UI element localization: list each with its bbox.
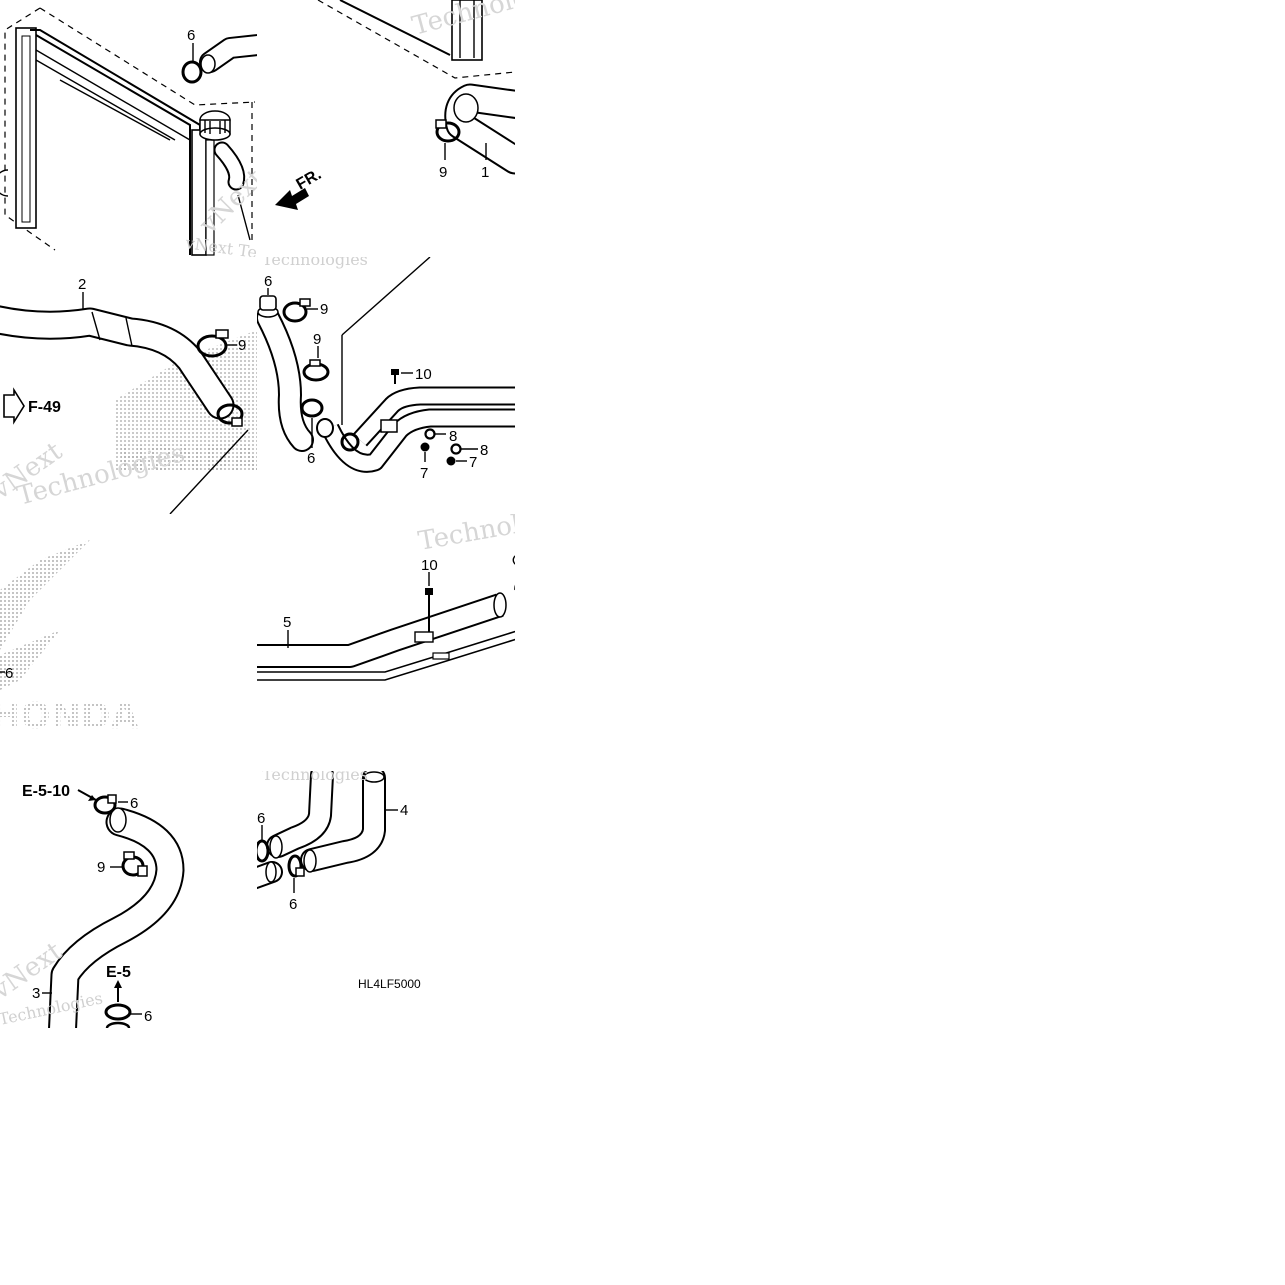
hose-clamp-6 — [257, 839, 270, 863]
bolt-10 — [425, 588, 433, 632]
hose-clamp-6 — [93, 794, 117, 815]
hose-clamp-9 — [216, 403, 244, 427]
hose-clamp-9 — [282, 298, 311, 323]
reference-f49: F-49 — [3, 387, 61, 425]
callout-9: 9 — [97, 859, 105, 876]
hose-2-tile: HONDA 2 9 F-49 vNext Technologies — [0, 276, 257, 514]
hose-coupling-6 — [259, 295, 277, 311]
callout-7: 7 — [469, 454, 477, 471]
callout-9: 9 — [439, 164, 447, 181]
callout-3: 3 — [32, 985, 40, 1002]
hose-1-tile: 9 1 FR. Technologies — [275, 0, 583, 210]
callout-1: 1 — [481, 164, 489, 181]
callout-6: 6 — [187, 27, 195, 44]
callout-9: 9 — [320, 301, 328, 318]
callout-8: 8 — [449, 428, 457, 445]
callout-8: 8 — [480, 442, 488, 459]
callout-9: 9 — [238, 337, 246, 354]
bolt-10 — [391, 369, 399, 384]
hose-clamp-9 — [302, 359, 330, 382]
callout-2: 2 — [78, 276, 86, 293]
drawing-code: HL4LF5000 — [358, 977, 421, 991]
radiator-core — [15, 27, 37, 229]
pipe-assembly-tile: 6 9 9 6 10 — [257, 250, 515, 482]
washer-8 — [424, 428, 436, 440]
callout-7: 7 — [420, 465, 428, 482]
watermark-text: Technologies — [409, 0, 583, 42]
svg-text:F-49: F-49 — [28, 399, 61, 416]
callout-4: 4 — [400, 802, 408, 819]
nut-7 — [446, 456, 456, 466]
hose-clamp-6 — [300, 398, 324, 418]
callout-5: 5 — [283, 614, 291, 631]
reference-e5: E-5 — [106, 964, 131, 981]
nut-7 — [420, 442, 430, 452]
reference-e510: E-5-10 — [22, 783, 70, 800]
callout-6: 6 — [307, 450, 315, 467]
hose-clamp-9 — [196, 329, 229, 358]
callout-9: 9 — [313, 331, 321, 348]
watermark-text: Technologies — [262, 765, 368, 784]
hose-clamp-6 — [104, 1003, 132, 1021]
callout-6: 6 — [264, 273, 272, 290]
callout-6: 6 — [130, 795, 138, 812]
hose-4-tile: 6 6 4 Technologies — [257, 765, 408, 913]
watermark-text: Technologies — [416, 497, 591, 556]
callout-6: 6 — [289, 896, 297, 913]
honda-logo-watermark — [115, 330, 257, 470]
hose-clamp-6 — [181, 60, 203, 84]
honda-wing-watermark — [0, 540, 90, 690]
callout-10: 10 — [415, 366, 432, 383]
radiator-tile: 6 vNext Technologies vNext — [0, 7, 257, 257]
watermark-tile: HONDA 6 — [0, 540, 139, 737]
washer-8 — [450, 443, 462, 455]
callout-6: 6 — [144, 1008, 152, 1025]
callout-6: 6 — [257, 810, 265, 827]
hose-3-tile: 6 E-5-10 9 E-5 6 3 vNext Technologies vN… — [0, 771, 257, 1028]
svg-text:HONDA: HONDA — [0, 696, 139, 737]
pipe-5-tile: 10 5 Technologies — [257, 497, 591, 681]
hose-clamp-6 — [287, 854, 305, 878]
watermark-text: Technologies — [262, 250, 368, 269]
callout-10: 10 — [421, 557, 438, 574]
radiator-cap — [199, 110, 231, 141]
svg-text:FR.: FR. — [294, 166, 325, 194]
hose-clamp-9 — [435, 119, 461, 143]
callout-6: 6 — [5, 665, 13, 682]
front-direction-arrow: FR. — [275, 166, 324, 210]
hose-clamp-9 — [121, 851, 148, 877]
